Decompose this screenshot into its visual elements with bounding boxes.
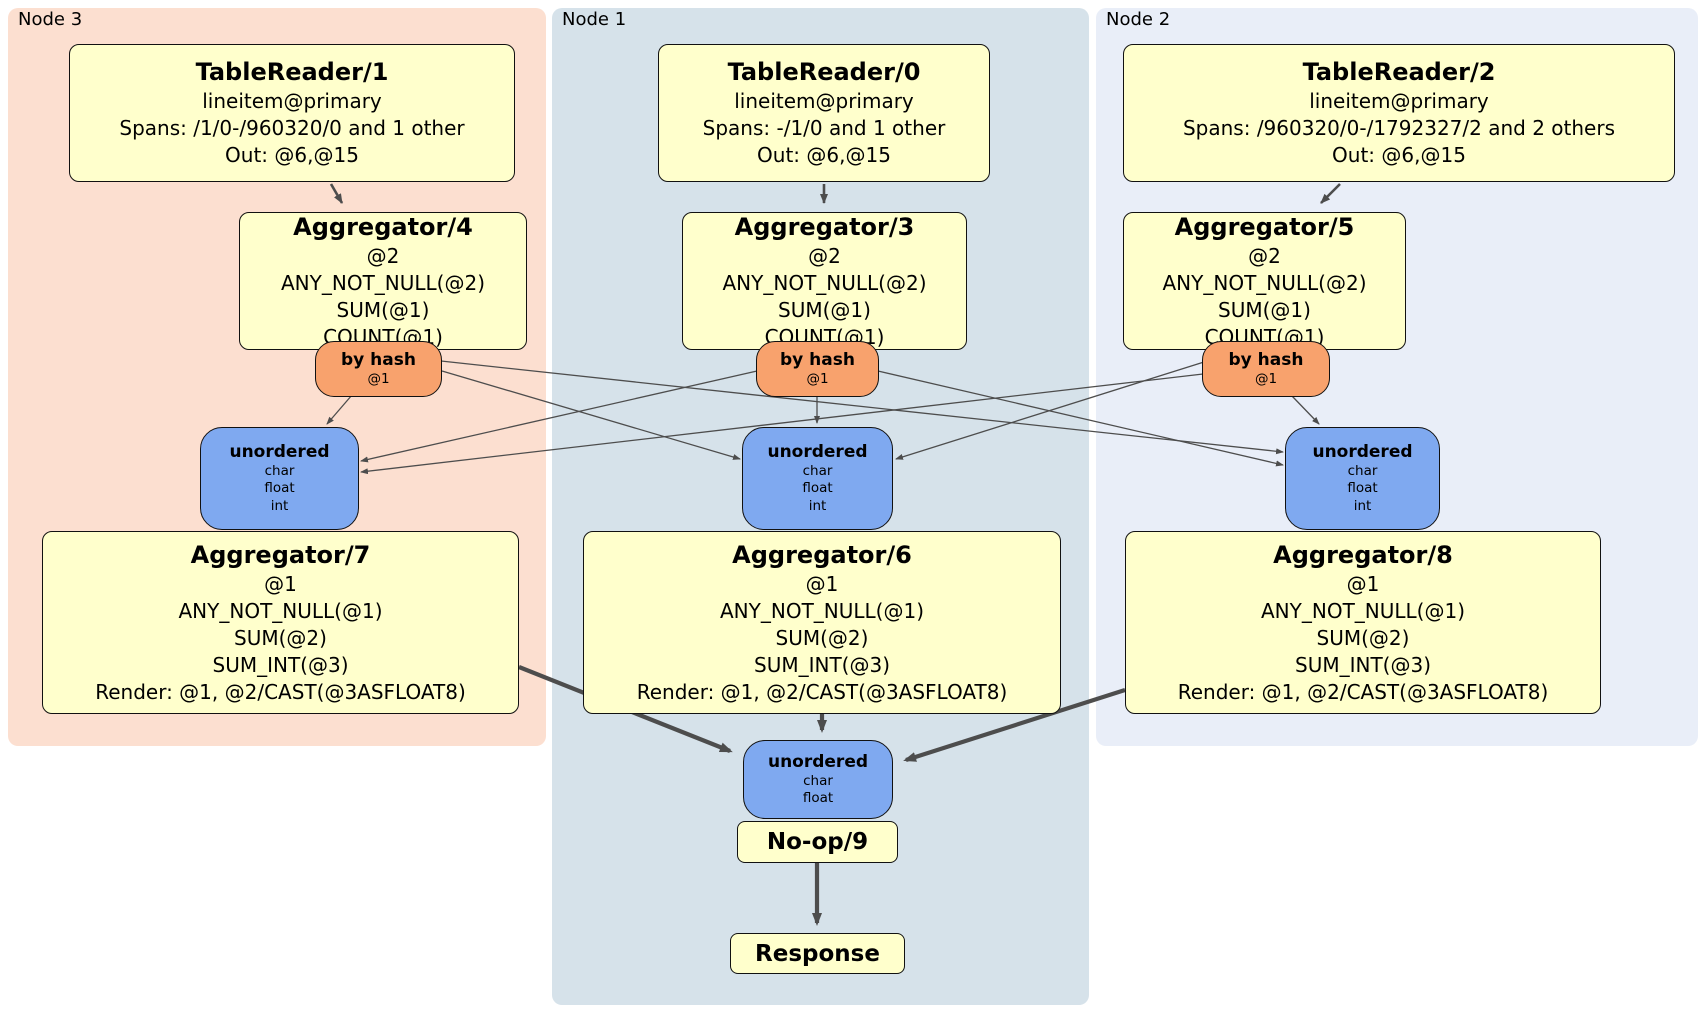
box-detail: SUM(@1) xyxy=(1218,297,1311,322)
router-by-hash-right: by hash @1 xyxy=(1202,341,1330,397)
box-title: Aggregator/5 xyxy=(1174,212,1355,241)
box-title: TableReader/0 xyxy=(727,58,921,86)
box-title: Aggregator/8 xyxy=(1273,540,1453,569)
box-detail: SUM(@2) xyxy=(234,625,327,650)
box-detail: @1 xyxy=(1346,571,1380,596)
box-tablereader-2: TableReader/2 lineitem@primary Spans: /9… xyxy=(1123,44,1675,182)
sync-title: unordered xyxy=(1312,441,1413,462)
edge-hashC-syncR xyxy=(877,370,1284,467)
sync-item: int xyxy=(808,497,827,514)
edge-hashR-syncC xyxy=(895,361,1205,460)
sync-title: unordered xyxy=(767,441,868,462)
box-title: Aggregator/4 xyxy=(293,212,473,241)
sync-title: unordered xyxy=(767,751,869,772)
router-by-hash-center: by hash @1 xyxy=(756,341,879,397)
sync-item: char xyxy=(264,462,295,479)
box-detail: @2 xyxy=(808,243,841,268)
box-noop-9: No-op/9 xyxy=(737,821,898,863)
edge-hashL-syncR xyxy=(440,360,1284,455)
router-title: by hash xyxy=(1228,349,1304,370)
sync-item: char xyxy=(1347,462,1378,479)
box-title: No-op/9 xyxy=(766,829,869,855)
sync-title: unordered xyxy=(229,441,330,462)
box-aggregator-3: Aggregator/3 @2 ANY_NOT_NULL(@2) SUM(@1)… xyxy=(682,212,967,350)
box-aggregator-5: Aggregator/5 @2 ANY_NOT_NULL(@2) SUM(@1)… xyxy=(1123,212,1406,350)
box-title: Aggregator/6 xyxy=(732,540,912,569)
router-detail: @1 xyxy=(806,370,829,387)
box-detail: SUM(@2) xyxy=(1316,625,1410,650)
box-title: Response xyxy=(755,940,880,967)
router-detail: @1 xyxy=(1254,370,1278,387)
sync-item: char xyxy=(803,772,833,789)
sync-unordered-left: unordered char float int xyxy=(200,427,359,530)
box-detail: lineitem@primary xyxy=(1309,89,1489,113)
box-detail: Render: @1, @2/CAST(@3ASFLOAT8) xyxy=(1177,679,1549,704)
sync-item: float xyxy=(1347,480,1378,497)
box-detail: Out: @6,@15 xyxy=(757,143,891,167)
router-title: by hash xyxy=(780,349,855,370)
box-detail: lineitem@primary xyxy=(202,89,382,113)
box-detail: @2 xyxy=(366,243,400,268)
box-tablereader-1: TableReader/1 lineitem@primary Spans: /1… xyxy=(69,44,515,182)
box-detail: Spans: -/1/0 and 1 other xyxy=(702,116,946,140)
panel-label-node2: Node 2 xyxy=(1106,9,1171,30)
box-title: Aggregator/7 xyxy=(190,540,371,569)
box-detail: SUM_INT(@3) xyxy=(212,652,349,677)
sync-item: float xyxy=(802,790,834,806)
box-detail: @1 xyxy=(805,571,839,596)
box-title: Aggregator/3 xyxy=(734,212,915,241)
edge-hashL-syncL xyxy=(326,394,353,425)
box-detail: Spans: /960320/0-/1792327/2 and 2 others xyxy=(1182,116,1615,140)
sync-item: float xyxy=(802,480,833,497)
box-detail: ANY_NOT_NULL(@1) xyxy=(178,598,383,623)
box-detail: Render: @1, @2/CAST(@3ASFLOAT8) xyxy=(636,679,1008,704)
box-detail: SUM_INT(@3) xyxy=(754,652,890,677)
box-detail: SUM(@1) xyxy=(778,297,871,322)
box-aggregator-7: Aggregator/7 @1 ANY_NOT_NULL(@1) SUM(@2)… xyxy=(42,531,519,714)
box-detail: SUM(@1) xyxy=(336,297,430,322)
sync-item: float xyxy=(264,480,295,497)
router-by-hash-left: by hash @1 xyxy=(315,341,442,397)
box-aggregator-8: Aggregator/8 @1 ANY_NOT_NULL(@1) SUM(@2)… xyxy=(1125,531,1601,714)
edge-hashR-syncL xyxy=(360,373,1204,475)
sync-item: int xyxy=(270,497,289,514)
box-detail: Render: @1, @2/CAST(@3ASFLOAT8) xyxy=(95,679,466,704)
sync-item: int xyxy=(1353,497,1372,514)
sync-unordered-final: unordered char float xyxy=(743,740,893,819)
edge-hashC-syncL xyxy=(360,370,758,463)
edge-agg8-syncF xyxy=(903,687,1126,763)
box-detail: lineitem@primary xyxy=(734,89,914,113)
sync-unordered-center: unordered char float int xyxy=(742,427,893,530)
edge-hashR-syncR xyxy=(1291,395,1320,425)
box-detail: SUM(@2) xyxy=(775,625,869,650)
sync-unordered-right: unordered char float int xyxy=(1285,427,1440,530)
box-title: TableReader/2 xyxy=(1302,58,1496,86)
box-detail: ANY_NOT_NULL(@1) xyxy=(720,598,924,623)
box-aggregator-4: Aggregator/4 @2 ANY_NOT_NULL(@2) SUM(@1)… xyxy=(239,212,527,350)
router-detail: @1 xyxy=(367,370,390,387)
box-response: Response xyxy=(730,933,905,974)
edge-tr2-agg5 xyxy=(1320,183,1341,204)
box-detail: ANY_NOT_NULL(@2) xyxy=(1162,270,1367,295)
router-title: by hash xyxy=(341,349,416,370)
panel-label-node3: Node 3 xyxy=(18,9,83,30)
sync-item: char xyxy=(802,462,833,479)
box-detail: ANY_NOT_NULL(@1) xyxy=(1261,598,1465,623)
box-detail: ANY_NOT_NULL(@2) xyxy=(281,270,485,295)
box-detail: SUM_INT(@3) xyxy=(1295,652,1431,677)
edge-tr1-agg4 xyxy=(329,183,344,204)
edge-hashL-syncC xyxy=(441,370,741,460)
box-aggregator-6: Aggregator/6 @1 ANY_NOT_NULL(@1) SUM(@2)… xyxy=(583,531,1061,714)
box-tablereader-0: TableReader/0 lineitem@primary Spans: -/… xyxy=(658,44,990,182)
box-title: TableReader/1 xyxy=(195,58,389,86)
box-detail: @2 xyxy=(1248,243,1281,268)
box-detail: Spans: /1/0-/960320/0 and 1 other xyxy=(119,116,465,140)
box-detail: @1 xyxy=(264,571,297,596)
panel-label-node1: Node 1 xyxy=(562,9,627,30)
box-detail: ANY_NOT_NULL(@2) xyxy=(722,270,927,295)
box-detail: Out: @6,@15 xyxy=(1332,143,1466,167)
box-detail: Out: @6,@15 xyxy=(225,143,359,167)
